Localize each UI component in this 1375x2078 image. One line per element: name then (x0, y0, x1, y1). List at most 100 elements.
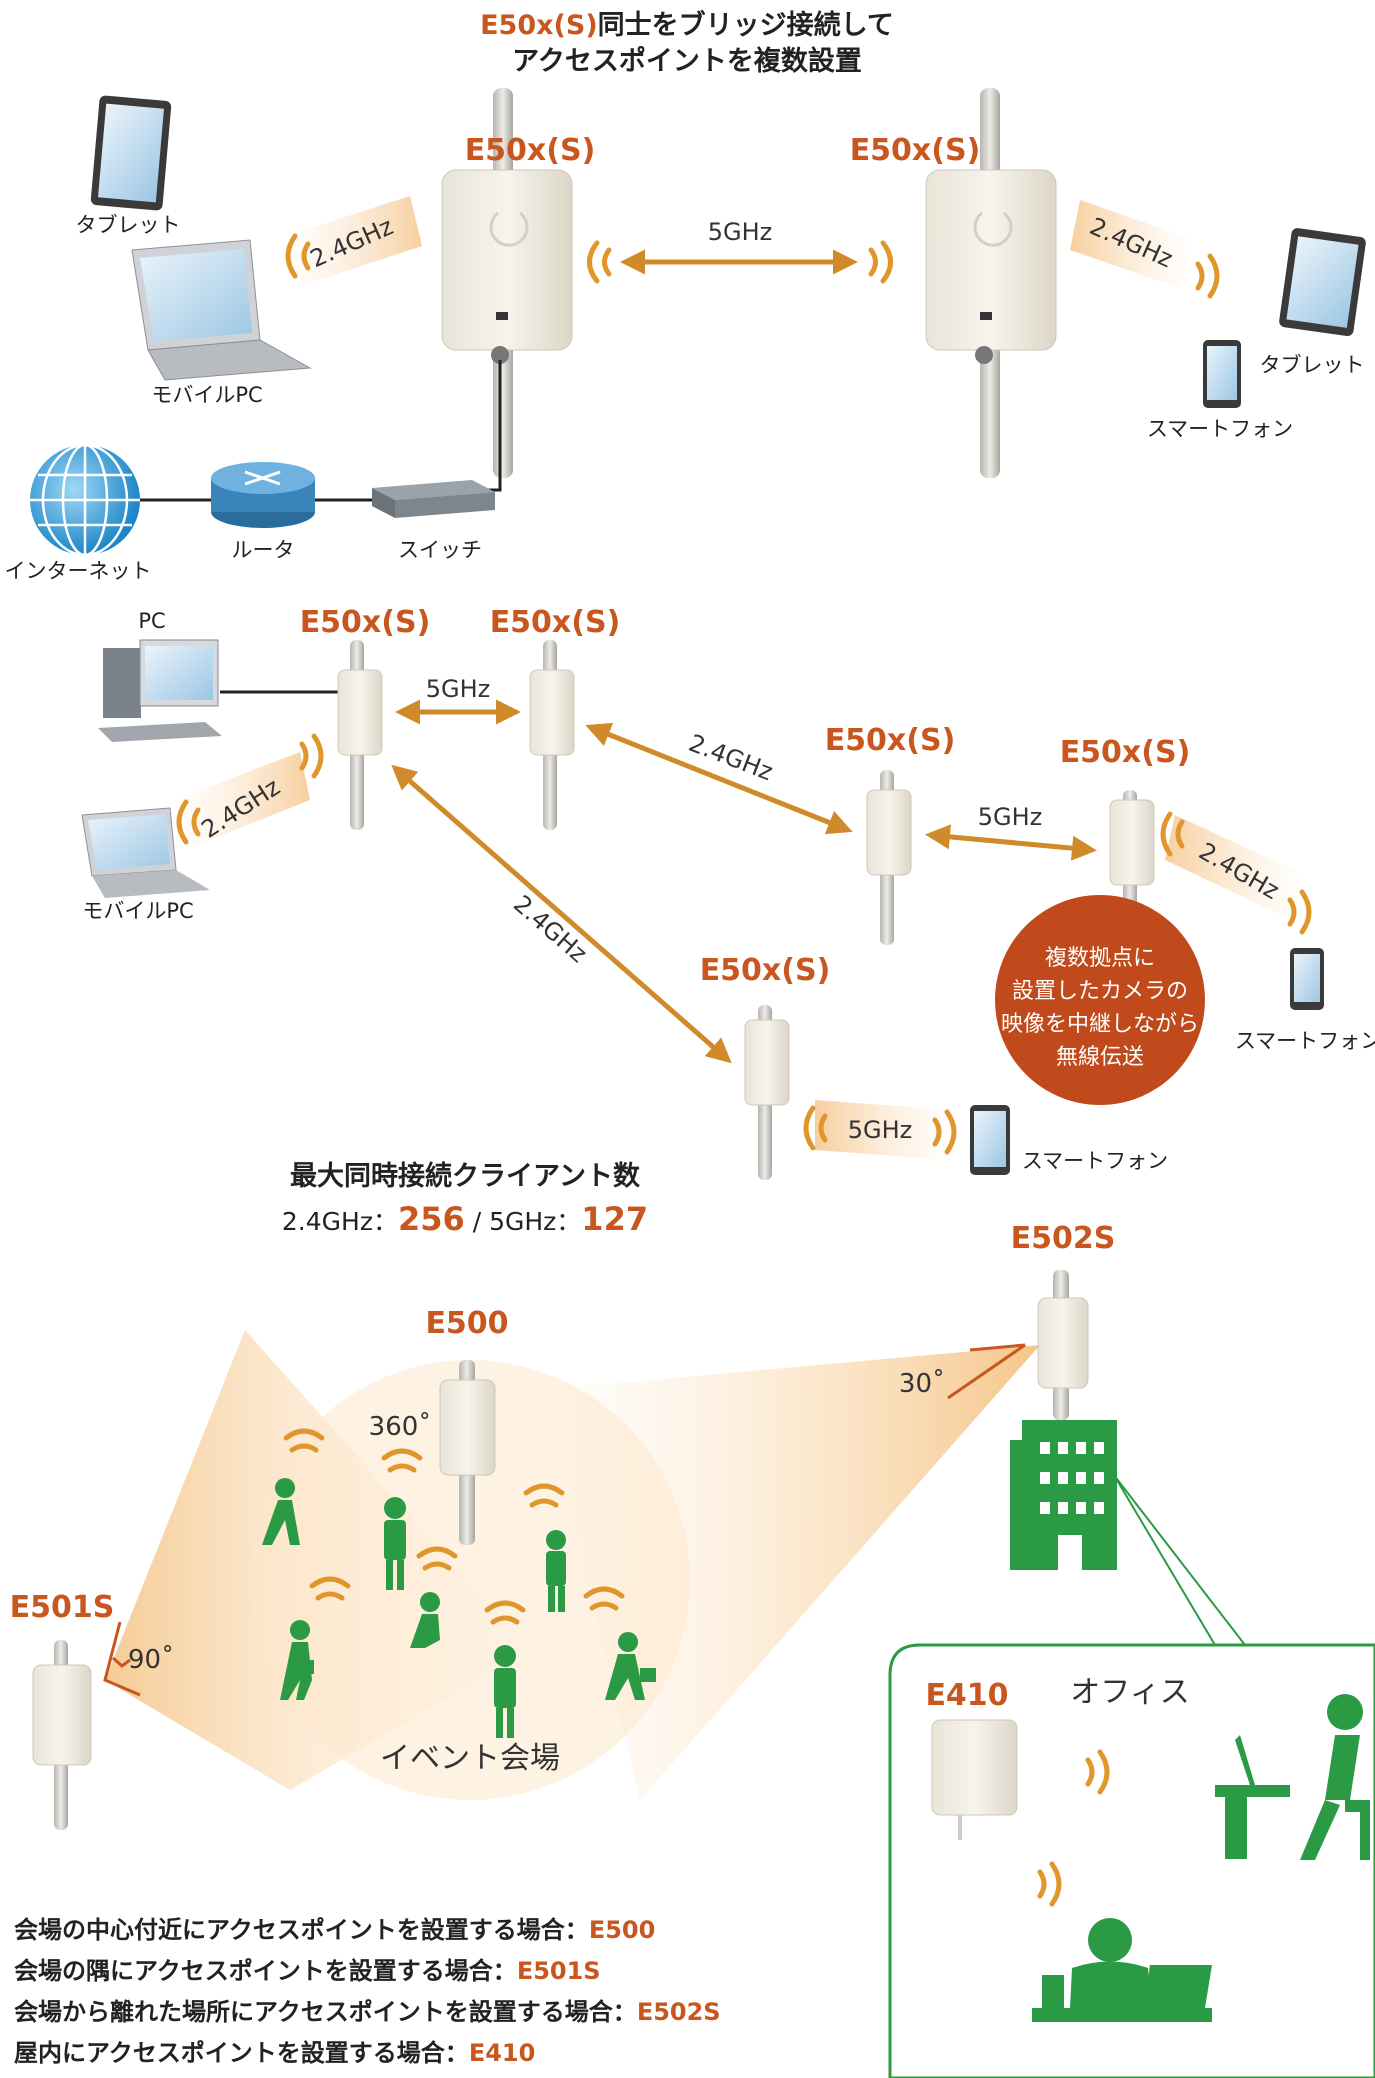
ap-unit-3 (866, 770, 912, 945)
band-mobile-bg (175, 752, 310, 848)
wave-icon (1195, 253, 1220, 299)
smartphone-label: スマートフォン (1147, 417, 1293, 441)
person-icon (410, 1592, 440, 1648)
building-icon (1010, 1420, 1117, 1570)
router-label: ルータ (232, 538, 295, 562)
person-icon (280, 1620, 314, 1700)
ap-box-left (441, 169, 573, 364)
header-title: E50x(S)同士をブリッジ接続して アクセスポイントを複数設置 (480, 9, 894, 77)
link-ap3-ap4 (925, 824, 1097, 861)
wave-icon (587, 240, 893, 284)
person-icon (605, 1632, 656, 1700)
wave-icon (176, 733, 324, 845)
globe-icon (30, 443, 140, 557)
zoom-line (1104, 1459, 1375, 1646)
band-right-bg (1070, 200, 1195, 288)
laptop-icon (131, 239, 312, 381)
tablet-icon (90, 95, 172, 211)
people-group (262, 1478, 656, 1738)
laptop-icon (81, 807, 210, 898)
smartphone-bottom-label: スマートフォン (1022, 1149, 1168, 1173)
link-ap1-ap2-label: 5GHz (426, 675, 491, 703)
diagram-mesh: PC モバイルPC 2.4GHz (81, 605, 1375, 1238)
switch-label: スイッチ (398, 538, 482, 562)
ap-label-left: E50x(S) (465, 133, 596, 168)
bubble-line: 設置したカメラの (1012, 979, 1188, 1004)
smartphone-icon (970, 1105, 1010, 1175)
angle-30-label: 30˚ (899, 1369, 945, 1399)
ap-box-e501s (32, 1664, 92, 1766)
person-icon (262, 1478, 300, 1545)
ap1-label: E50x(S) (300, 605, 431, 640)
band-ap4-bg (1165, 815, 1305, 920)
notes-list: 会場の中心付近にアクセスポイントを設置する場合：E500 会場の隅にアクセスポイ… (14, 1916, 721, 2067)
pc-label: PC (138, 609, 165, 633)
note-item: 会場の隅にアクセスポイントを設置する場合：E501S (14, 1957, 601, 1985)
ap5-label: E50x(S) (700, 953, 831, 988)
bubble-line: 映像を中継しながら (1001, 1012, 1199, 1037)
band-left-bg (285, 196, 422, 286)
e500-label: E500 (425, 1306, 508, 1341)
ap3-label: E50x(S) (825, 723, 956, 758)
band-ap5-bg (815, 1100, 955, 1160)
angle-90-label: 90˚ (128, 1645, 174, 1675)
person-icon (384, 1497, 406, 1590)
office-label: オフィス (1070, 1675, 1189, 1710)
link-ap3-ap4-label: 5GHz (978, 803, 1043, 831)
tablet-right-label: タブレット (1260, 353, 1365, 377)
zoom-line (1109, 1469, 1246, 1646)
wave-icon (1160, 811, 1312, 935)
router-icon (211, 462, 315, 528)
ap-box-e500 (439, 1379, 496, 1476)
angle-360-label: 360˚ (369, 1412, 432, 1442)
title-model: E50x(S) (480, 10, 598, 41)
switch-icon (372, 480, 495, 518)
title-line1: 同士をブリッジ接続して (598, 9, 894, 41)
e501s-label: E501S (10, 1590, 115, 1625)
link-ap1-ap5 (391, 764, 732, 1064)
person-icon (494, 1645, 516, 1738)
title-line2: アクセスポイントを複数設置 (512, 45, 862, 77)
person-icon (546, 1530, 566, 1612)
max-clients-title: 最大同時接続クライアント数 (290, 1161, 641, 1192)
cable (440, 360, 502, 492)
svg-text:E50x(S)同士をブリッジ接続して: E50x(S)同士をブリッジ接続して (480, 9, 894, 41)
ap-box-e502s (1037, 1297, 1089, 1389)
max-clients-values: 2.4GHz：256 / 5GHz：127 (282, 1200, 648, 1238)
link-ap2-ap3-label: 2.4GHz (685, 729, 777, 786)
note-item: 会場の中心付近にアクセスポイントを設置する場合：E500 (14, 1916, 655, 1944)
ap-box-right (925, 169, 1057, 364)
ap-unit-1 (337, 640, 383, 830)
mobile-pc-2-label: モバイルPC (82, 899, 193, 923)
smartphone-icon (1290, 948, 1324, 1010)
bubble-line: 複数拠点に (1045, 946, 1155, 971)
mobile-pc-label: モバイルPC (151, 383, 262, 407)
smartphone-right-label: スマートフォン (1235, 1029, 1375, 1053)
diagram-venue: E502S 30˚ E410 オフィス (10, 1221, 1375, 2078)
smartphone-icon (1203, 340, 1241, 408)
max-24-value: 256 (398, 1200, 465, 1238)
ap-unit-2 (529, 640, 575, 830)
person-laptop-icon (1032, 1918, 1212, 2022)
angle-90 (103, 1621, 141, 1697)
ap4-label: E50x(S) (1060, 735, 1191, 770)
wave-icon (283, 1428, 625, 1625)
note-item: 屋内にアクセスポイントを設置する場合：E410 (14, 2039, 535, 2067)
max-5-value: 127 (581, 1200, 648, 1238)
coverage-e500 (250, 1360, 690, 1800)
venue-label: イベント会場 (380, 1741, 560, 1776)
diagram-bridge: E50x(S) E50x(S) 5GHz 2.4GHz 2.4GHz タブレット (5, 88, 1366, 583)
note-item: 会場から離れた場所にアクセスポイントを設置する場合：E502S (14, 1998, 721, 2026)
desktop-pc-icon (98, 639, 222, 742)
link-5ghz-label: 5GHz (708, 218, 773, 246)
wave-icon (1037, 1749, 1110, 1907)
e502s-label: E502S (1011, 1221, 1116, 1256)
bubble-line: 無線伝送 (1056, 1045, 1144, 1070)
ap2-label: E50x(S) (490, 605, 621, 640)
tablet-icon (1279, 228, 1366, 337)
office-worker-icon (1215, 1694, 1370, 1860)
band-ap5-label: 5GHz (848, 1116, 913, 1144)
wave-icon (803, 1105, 957, 1155)
ap-box-e410 (931, 1719, 1018, 1840)
